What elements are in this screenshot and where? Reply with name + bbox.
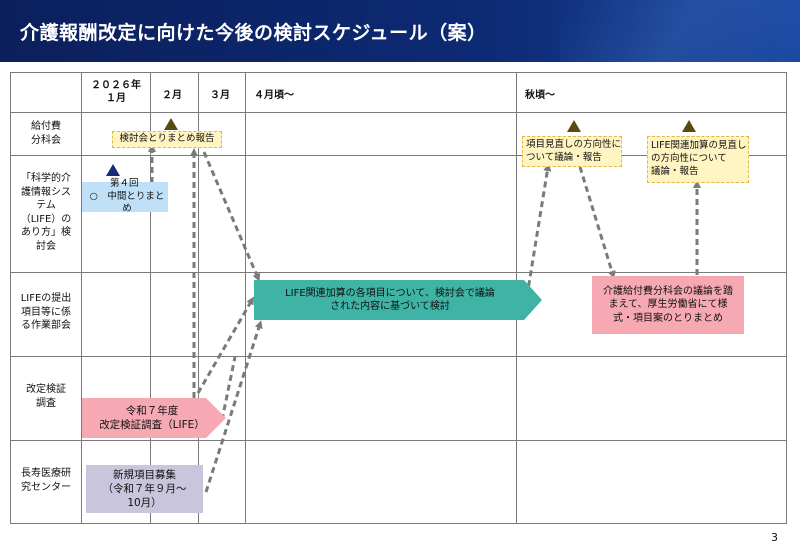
column-header-feb: ２月 (162, 90, 182, 101)
arrow-survey-down (220, 356, 237, 421)
fourth-meeting-detail: ○ 中間とりまとめ (89, 190, 165, 215)
wg-final-line: 介護給付費分科会の議論を踏 (603, 285, 733, 297)
proposal-line: 項目見直しの方向性に (526, 138, 622, 150)
milestone-triangle-jan (106, 164, 120, 176)
fourth-meeting-title: 第４回 (110, 177, 139, 189)
milestone-triangle-autumn-1 (567, 120, 581, 132)
milestone-triangle-autumn-2 (682, 120, 696, 132)
proposal-box: 項目見直しの方向性に ついて議論・報告 (522, 136, 622, 167)
life-kasan-box: LIFE関連加算の見直し の方向性について 議論・報告 (647, 136, 749, 183)
column-year-label: ２０２６年 (91, 80, 141, 91)
life-kasan-line: LIFE関連加算の見直し (651, 140, 747, 152)
wg-main-line: LIFE関連加算の各項目について、検討会で議論 (285, 287, 495, 299)
recruit-line: 新規項目募集 (113, 468, 176, 481)
milestone-triangle-feb (164, 118, 178, 130)
row-label-line: （LIFE）の (20, 213, 72, 225)
row-header-ncgg: 長寿医療研 究センター (11, 467, 81, 494)
wg-final-line: 式・項目案のとりまとめ (613, 312, 723, 324)
arrow-report-to-wg (202, 151, 261, 282)
header-decoration (560, 0, 800, 62)
proposal-line: ついて議論・報告 (526, 151, 602, 163)
row-label-line: 討会 (36, 240, 56, 252)
recruit-line: 10月） (127, 497, 162, 510)
row-header-kyufuhi: 給付費 分科会 (11, 120, 81, 147)
arrow-wg-to-proposal (525, 163, 552, 297)
row-label-line: 究センター (21, 481, 71, 493)
row-label-line: 長寿医療研 (21, 468, 71, 479)
row-label-line: 改定検証 (26, 384, 66, 395)
row-label-line: テム (36, 200, 56, 211)
row-label-line: 護情報シス (21, 186, 71, 198)
column-header-mar: ３月 (210, 90, 230, 101)
row-label-line: 「科学的介 (21, 173, 71, 184)
row-label-line: LIFEの提出 (20, 293, 72, 304)
survey-line: 令和７年度 (125, 404, 179, 417)
column-month-label: １月 (106, 93, 126, 104)
row-label-line: 分科会 (31, 134, 61, 146)
survey-arrow-shape (82, 398, 226, 438)
wg-main-text: LIFE関連加算の各項目について、検討会で議論 された内容に基づいて検討 (254, 280, 526, 320)
arrow-proposal-to-final (578, 166, 616, 279)
column-header-autumn: 秋頃～ (525, 90, 555, 101)
row-header-working-group: LIFEの提出 項目等に係 る作業部会 (11, 292, 81, 333)
row-label-line: あり方」検 (21, 227, 71, 238)
slide-header: 介護報酬改定に向けた今後の検討スケジュール（案） (0, 0, 800, 62)
arrow-survey-to-wg (196, 296, 255, 394)
wg-main-arrow-shape (254, 280, 542, 320)
column-header-apr: ４月頃～ (254, 90, 294, 101)
survey-text: 令和７年度 改定検証調査（LIFE） (82, 398, 222, 438)
life-kasan-line: 議論・報告 (651, 165, 699, 177)
column-header-jan-2026: ２０２６年 １月 (82, 79, 150, 105)
wg-final-box: 介護給付費分科会の議論を踏 まえて、厚生労働省にて様 式・項目案のとりまとめ (592, 276, 744, 334)
row-header-kensho: 改定検証 調査 (11, 383, 81, 410)
survey-line: 改定検証調査（LIFE） (99, 419, 205, 431)
recruit-box: 新規項目募集 （令和７年９月～ 10月） (86, 465, 203, 513)
row-label-line: 調査 (36, 397, 56, 409)
row-label-line: る作業部会 (21, 320, 71, 331)
slide-title: 介護報酬改定に向けた今後の検討スケジュール（案） (20, 22, 487, 44)
wg-main-line: された内容に基づいて検討 (330, 301, 450, 312)
row-header-life-committee: 「科学的介 護情報シス テム （LIFE）の あり方」検 討会 (11, 172, 81, 253)
fourth-meeting-box: 第４回 ○ 中間とりまとめ (82, 178, 168, 214)
life-kasan-line: の方向性について (651, 153, 727, 165)
report-box: 検討会とりまとめ報告 (112, 131, 222, 148)
wg-final-line: まえて、厚生労働省にて様 (608, 299, 728, 311)
page-number: 3 (771, 531, 778, 544)
recruit-line: （令和７年９月～ (102, 482, 187, 495)
row-label-line: 項目等に係 (21, 306, 71, 318)
row-label-line: 給付費 (31, 121, 61, 132)
